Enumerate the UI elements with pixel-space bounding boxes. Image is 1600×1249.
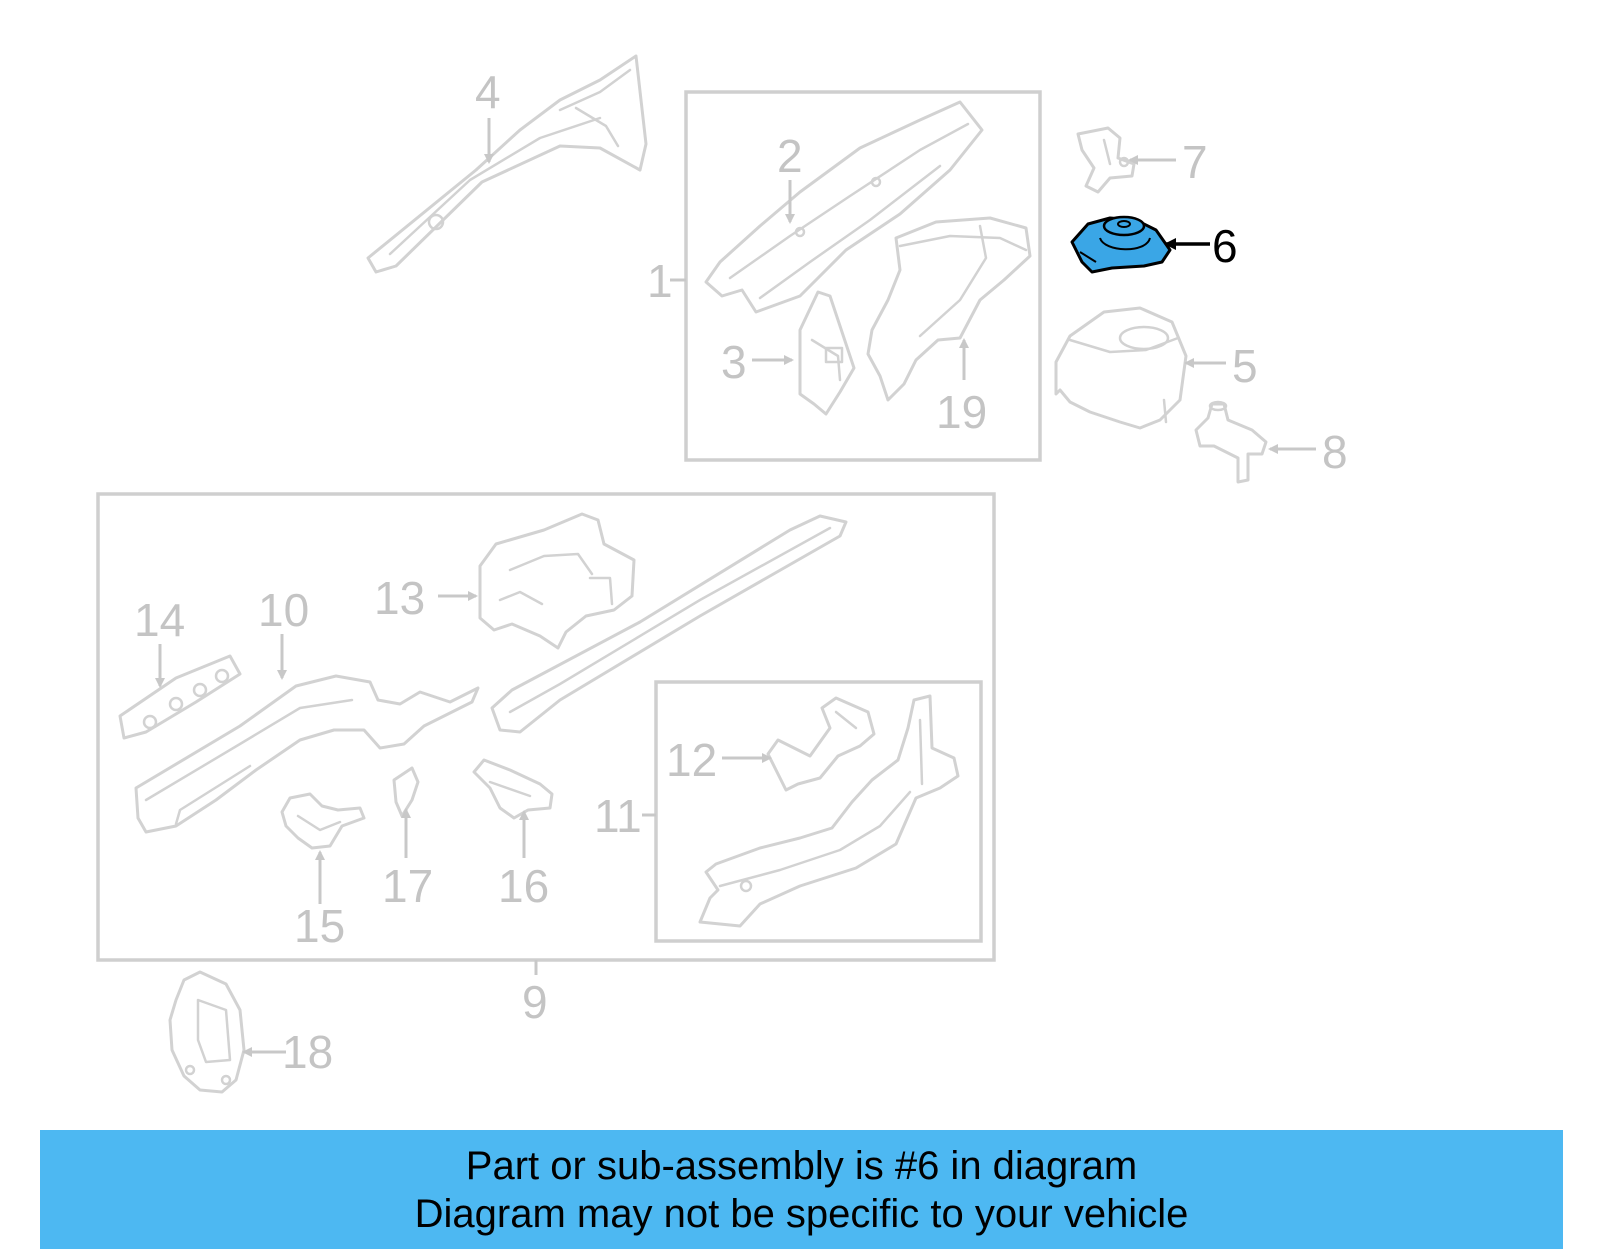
part-14[interactable] xyxy=(118,654,242,740)
part-18[interactable] xyxy=(168,970,246,1094)
part-13[interactable] xyxy=(478,512,636,650)
assembly-box-11 xyxy=(654,680,983,943)
part-2[interactable] xyxy=(704,100,984,314)
part-16[interactable] xyxy=(472,758,554,820)
part-4[interactable] xyxy=(366,54,648,274)
part-10[interactable] xyxy=(134,674,480,834)
callout-10: 10 xyxy=(258,584,309,636)
part-3[interactable] xyxy=(798,290,856,416)
callout-17: 17 xyxy=(382,860,433,912)
callout-6: 6 xyxy=(1212,220,1238,272)
assembly-box-9 xyxy=(96,492,996,962)
part-11[interactable] xyxy=(698,694,960,928)
callout-19: 19 xyxy=(936,386,987,438)
banner-line-disclaimer: Diagram may not be specific to your vehi… xyxy=(414,1192,1189,1236)
callout-1: 1 xyxy=(647,255,673,307)
part-19[interactable] xyxy=(866,216,1032,402)
callout-4: 4 xyxy=(475,66,501,118)
part-7[interactable] xyxy=(1076,126,1136,194)
part-17[interactable] xyxy=(392,766,420,818)
callout-5: 5 xyxy=(1232,340,1258,392)
callout-15: 15 xyxy=(294,900,345,952)
callout-18: 18 xyxy=(282,1026,333,1078)
callout-16: 16 xyxy=(498,860,549,912)
part-15[interactable] xyxy=(280,792,366,850)
callout-3: 3 xyxy=(721,336,747,388)
banner-line-part: Part or sub-assembly is #6 in diagram xyxy=(465,1144,1138,1188)
callout-7: 7 xyxy=(1182,136,1208,188)
info-banner: Part or sub-assembly is #6 in diagram Di… xyxy=(40,1130,1563,1249)
callout-9: 9 xyxy=(522,976,548,1028)
callout-11: 11 xyxy=(594,790,642,842)
callout-13: 13 xyxy=(374,572,425,624)
part-8[interactable] xyxy=(1194,400,1268,484)
part-5[interactable] xyxy=(1054,306,1188,430)
part-6-highlighted[interactable] xyxy=(1070,215,1172,274)
part-12[interactable] xyxy=(766,696,876,792)
callout-2: 2 xyxy=(777,130,803,182)
callout-8: 8 xyxy=(1322,426,1348,478)
callout-12: 12 xyxy=(666,734,717,786)
sill-rail[interactable] xyxy=(490,514,848,734)
callout-14: 14 xyxy=(134,594,185,646)
assembly-box-1 xyxy=(684,90,1042,462)
